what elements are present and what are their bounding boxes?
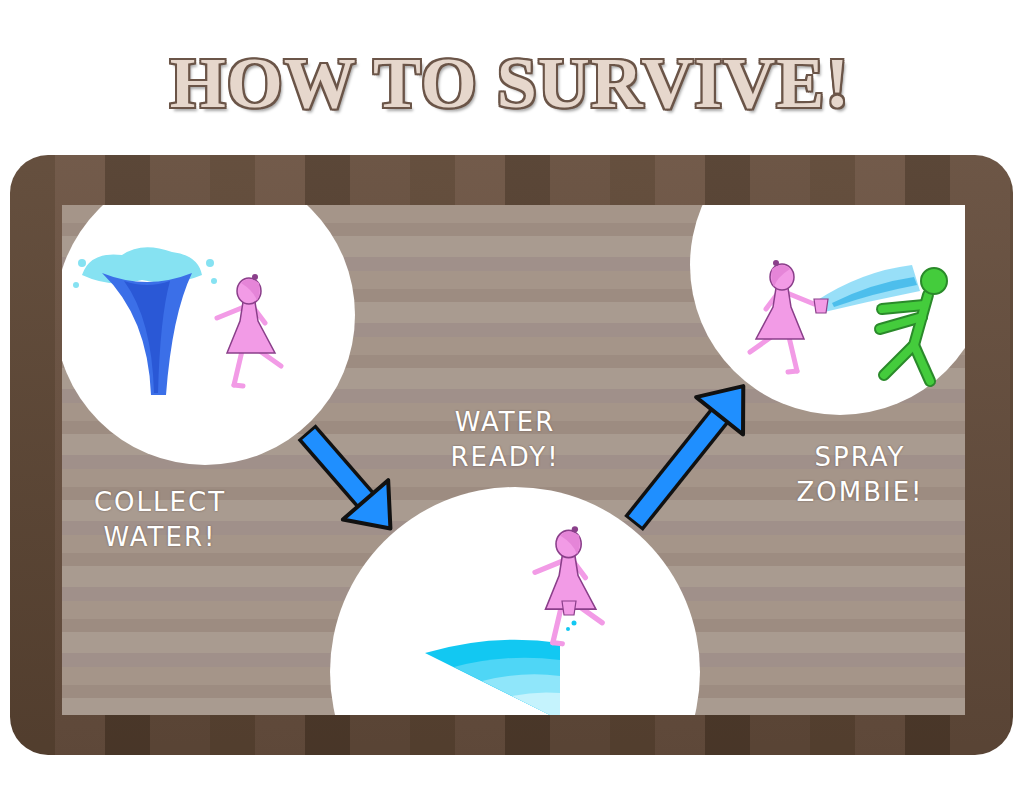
flow-arrow [634,386,744,523]
step-label: COLLECT WATER! [70,485,250,555]
circle-fill [330,487,700,715]
circle-fill [690,205,965,415]
arrow-shaft [635,412,722,521]
arrow-head [343,480,391,528]
step-label: WATER READY! [425,405,585,475]
step-label: SPRAY ZOMBIE! [785,440,935,510]
title-bar: HOW TO SURVIVE! [0,42,1020,125]
arrow-head [696,386,743,434]
circle-fill [62,205,355,465]
arrow-shaft [309,434,369,503]
circle-outline [62,205,355,465]
title-text: HOW TO SURVIVE! [170,42,851,125]
flow-arrow [307,432,391,529]
circle-outline [690,205,965,415]
board-panel: COLLECT WATER! WATER READY! SPRAY ZOMBIE! [62,205,965,715]
circle-node: COLLECT WATER! [62,205,355,465]
circle-node: SPRAY ZOMBIE! [690,205,965,415]
